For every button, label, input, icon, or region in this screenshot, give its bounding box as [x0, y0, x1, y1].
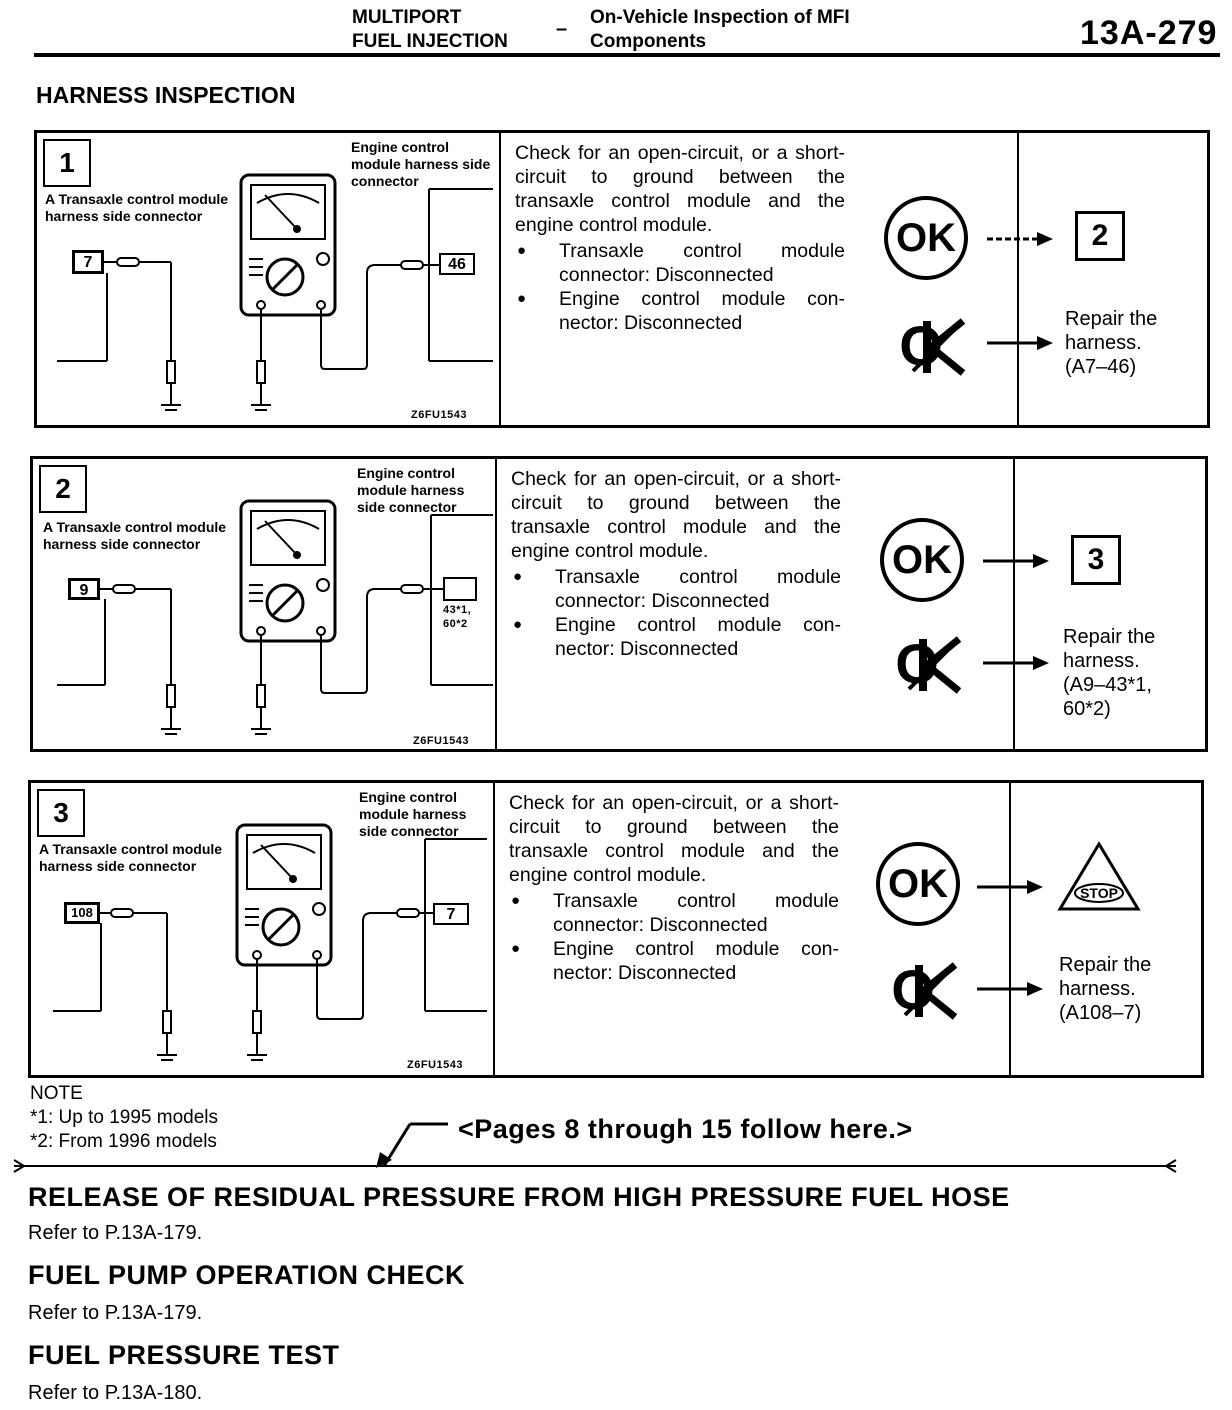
header-section: MULTIPORT FUEL INJECTION [352, 6, 508, 54]
wiring-diagram: 3 A Transaxle control module harness sid… [31, 783, 495, 1075]
figure-code: Z6FU1543 [411, 409, 467, 421]
ok-icon: OK [876, 842, 960, 926]
footnote-line: *1: Up to 1995 models [30, 1107, 219, 1128]
ng-icon: O [899, 314, 966, 377]
ok-icon: OK [884, 196, 968, 280]
result-column-divider [1013, 459, 1015, 749]
step-number: 1 [43, 139, 91, 187]
page-number: 13A-279 [1080, 14, 1218, 52]
ok-text: OK [896, 216, 956, 260]
ng-arrow-icon [987, 336, 1053, 350]
insert-marker-icon [13, 1122, 1177, 1173]
header-section-line1: MULTIPORT [352, 7, 462, 28]
section-reference: Refer to P.13A-180. [28, 1382, 203, 1404]
condition-item: Engine control module con-nector: Discon… [511, 937, 839, 985]
header-rule [34, 53, 1220, 57]
ng-icon: O [891, 958, 958, 1021]
ok-text: OK [888, 862, 948, 906]
description-text: Check for an open-circuit, or a short-ci… [511, 468, 841, 562]
inspection-step-1: 1 A Transaxle control module harness sid… [34, 130, 1210, 428]
ng-arrow-icon [977, 982, 1043, 996]
inspection-step-2: 2 A Transaxle control module harness sid… [30, 456, 1208, 752]
goto-step-box: 3 [1071, 535, 1121, 585]
header-section-line2: FUEL INJECTION [352, 31, 508, 52]
step-description: Check for an open-circuit, or a short-ci… [509, 791, 839, 985]
goto-step-box: 2 [1075, 211, 1125, 261]
ng-icon: O [895, 632, 962, 695]
condition-list: Transaxle control module connector: Disc… [515, 239, 845, 335]
multimeter-wiring-icon [57, 173, 493, 411]
condition-item: Transaxle control module connector: Disc… [517, 239, 845, 287]
tcm-connector-label: A Transaxle control module harness side … [43, 519, 227, 552]
result-column-divider [1009, 783, 1011, 1075]
inspection-step-3: 3 A Transaxle control module harness sid… [28, 780, 1204, 1078]
tcm-pin: 108 [65, 903, 99, 923]
tcm-connector-label: A Transaxle control module harness side … [45, 191, 229, 224]
multimeter-wiring-icon [57, 499, 493, 735]
header-topic: On-Vehicle Inspection of MFI Components [590, 6, 850, 54]
tcm-connector-label: A Transaxle control module harness side … [39, 841, 223, 874]
step-description: Check for an open-circuit, or a short-ci… [515, 141, 845, 335]
ok-text: OK [892, 538, 952, 582]
ecm-pin [443, 577, 477, 601]
condition-item: Transaxle control module connector: Disc… [513, 565, 841, 613]
description-text: Check for an open-circuit, or a short-ci… [515, 142, 845, 236]
ok-arrow-icon [983, 554, 1049, 568]
ecm-pin: 46 [439, 253, 475, 275]
header-topic-line1: On-Vehicle Inspection of MFI [590, 7, 850, 28]
repair-action: Repair the harness. (A108–7) [1059, 954, 1152, 1024]
step-number: 2 [39, 465, 87, 513]
tcm-pin: 9 [69, 579, 99, 599]
pages-follow-notice: <Pages 8 through 15 follow here.> [458, 1114, 913, 1144]
header-topic-line2: Components [590, 31, 707, 52]
condition-list: Transaxle control module connector: Disc… [509, 889, 839, 985]
section-reference: Refer to P.13A-179. [28, 1222, 203, 1244]
ecm-pin: 7 [433, 903, 469, 925]
ecm-connector-label: Engine control module harness side conne… [359, 789, 467, 839]
tcm-pin: 7 [73, 251, 103, 273]
step-number: 3 [37, 789, 85, 837]
stop-text: STOP [1080, 885, 1118, 901]
ecm-connector-label: Engine control module harness side conne… [357, 465, 465, 515]
figure-code: Z6FU1543 [413, 735, 469, 747]
ok-icon: OK [880, 518, 964, 602]
ng-arrow-icon [983, 656, 1049, 670]
stop-sign-icon: STOP [1057, 841, 1141, 911]
repair-action: Repair the harness. (A9–43*1, 60*2) [1063, 626, 1156, 720]
footnote-title: NOTE [30, 1083, 83, 1104]
result-column-divider [1017, 133, 1019, 425]
condition-item: Transaxle control module connector: Disc… [511, 889, 839, 937]
figure-code: Z6FU1543 [407, 1059, 463, 1071]
section-title: HARNESS INSPECTION [36, 82, 296, 108]
section-heading: FUEL PUMP OPERATION CHECK [28, 1260, 466, 1290]
ok-arrow-icon [977, 880, 1043, 894]
section-heading: FUEL PRESSURE TEST [28, 1340, 340, 1370]
footnote-line: *2: From 1996 models [30, 1131, 217, 1152]
header-dash: – [556, 18, 568, 40]
wiring-diagram: 2 A Transaxle control module harness sid… [33, 459, 497, 749]
wiring-diagram: 1 A Transaxle control module harness sid… [37, 133, 501, 425]
ecm-connector-label: Engine control module harness side conne… [351, 139, 491, 189]
ok-arrow-icon [987, 232, 1053, 246]
section-reference: Refer to P.13A-179. [28, 1302, 203, 1324]
ecm-pin-note: 43*1, 60*2 [443, 604, 472, 630]
description-text: Check for an open-circuit, or a short-ci… [509, 792, 839, 886]
condition-item: Engine control module con-nector: Discon… [517, 287, 845, 335]
footnote: NOTE *1: Up to 1995 models *2: From 1996… [30, 1082, 218, 1154]
step-description: Check for an open-circuit, or a short-ci… [511, 467, 841, 661]
repair-action: Repair the harness. (A7–46) [1065, 308, 1158, 378]
condition-list: Transaxle control module connector: Disc… [511, 565, 841, 661]
multimeter-wiring-icon [53, 823, 487, 1061]
condition-item: Engine control module con-nector: Discon… [513, 613, 841, 661]
section-heading: RELEASE OF RESIDUAL PRESSURE FROM HIGH P… [28, 1182, 1010, 1212]
